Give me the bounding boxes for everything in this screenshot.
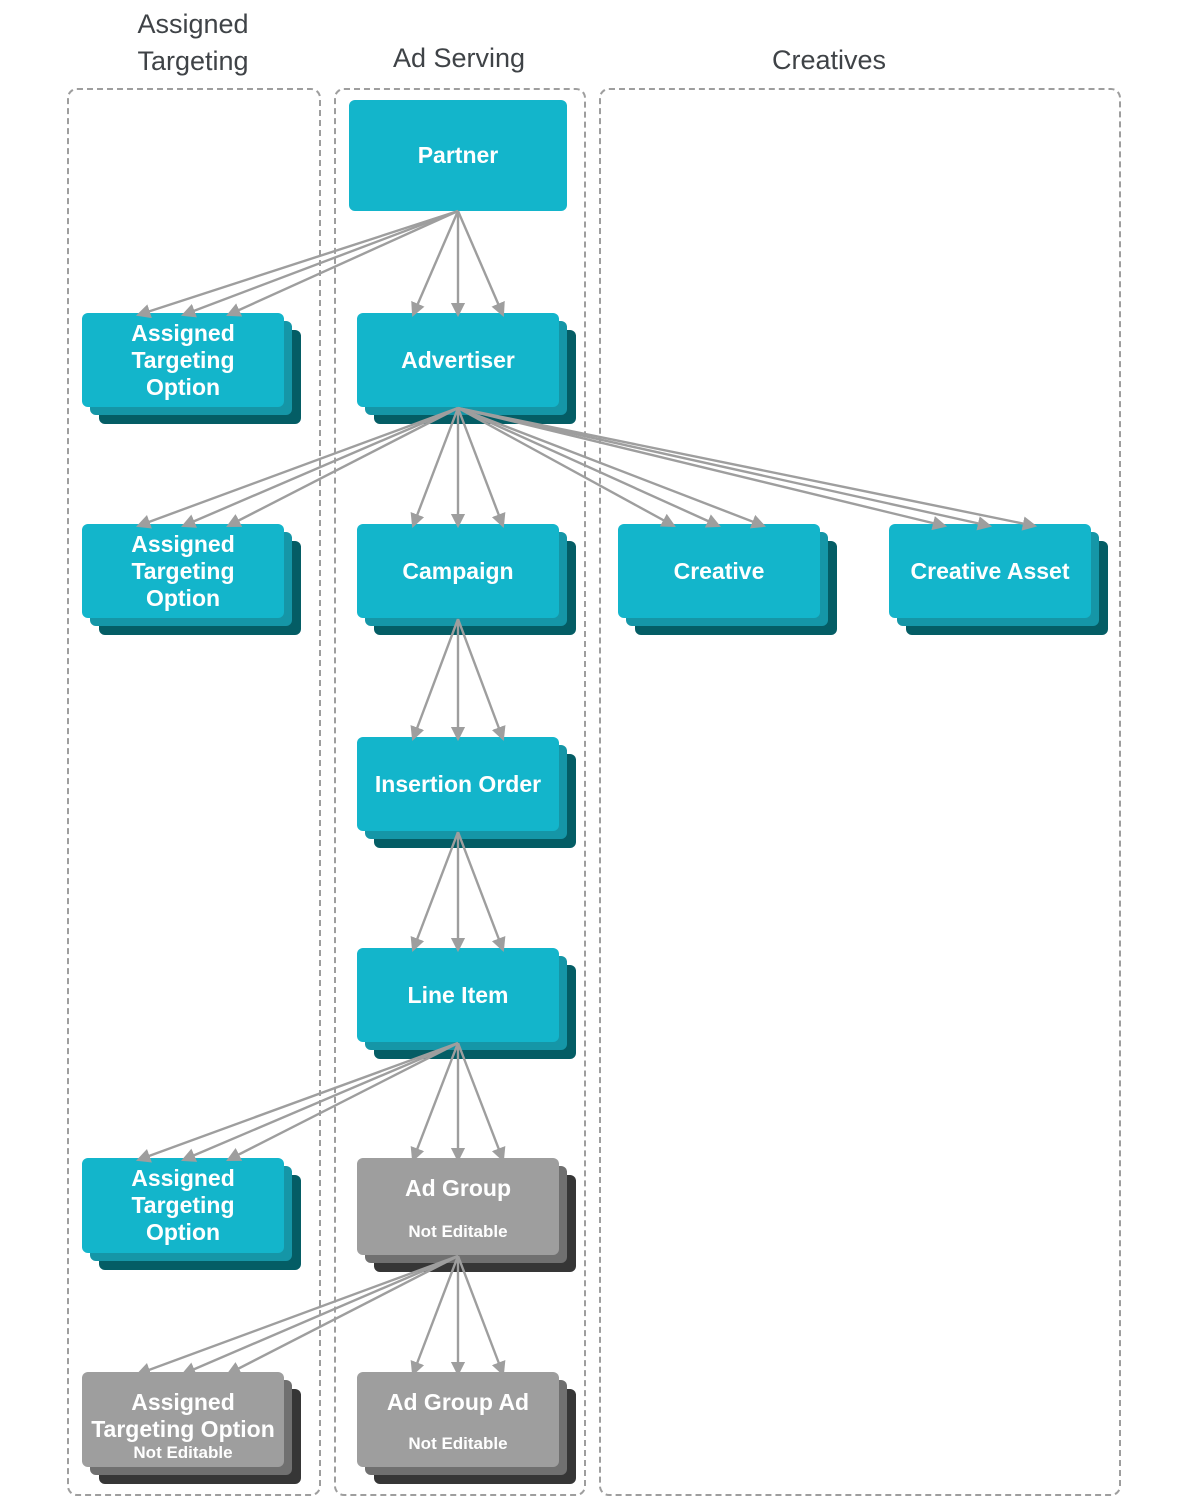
node-line-item-label: Line Item xyxy=(407,981,509,1008)
node-ad-group-label: Ad Group xyxy=(404,1175,512,1201)
node-ad-group-status: Not Editable xyxy=(408,1222,508,1241)
node-assigned-targeting-option-advertiser: Assigned Targeting Option xyxy=(82,524,284,618)
node-ad-group-ad-status: Not Editable xyxy=(408,1434,508,1453)
node-partner: Partner xyxy=(349,100,567,211)
node-assigned-targeting-option-ad-group: Assigned Targeting Option Not Editable xyxy=(82,1372,284,1467)
column-frame-assigned-targeting xyxy=(67,88,321,1496)
node-campaign: Campaign xyxy=(357,524,559,618)
column-header-assigned-targeting: Assigned Targeting xyxy=(137,9,249,76)
node-assigned-targeting-option-ad-group-status: Not Editable xyxy=(133,1443,233,1462)
node-assigned-targeting-option-advertiser-label: Assigned Targeting Option xyxy=(131,530,235,611)
node-insertion-order: Insertion Order xyxy=(357,737,559,831)
node-campaign-label: Campaign xyxy=(402,557,514,584)
node-creative-asset-label: Creative Asset xyxy=(910,557,1070,584)
node-assigned-targeting-option-line-item-label: Assigned Targeting Option xyxy=(131,1165,235,1245)
node-advertiser: Advertiser xyxy=(357,313,559,407)
column-header-ad-serving: Ad Serving xyxy=(392,43,526,73)
column-frame-ad-serving xyxy=(334,88,586,1496)
node-line-item: Line Item xyxy=(357,948,559,1042)
node-partner-label: Partner xyxy=(417,142,499,168)
node-assigned-targeting-option-partner-label: Assigned Targeting Option xyxy=(131,319,235,400)
node-ad-group-ad-label: Ad Group Ad xyxy=(386,1389,530,1415)
node-assigned-targeting-option-partner: Assigned Targeting Option xyxy=(82,313,284,407)
node-creative-asset: Creative Asset xyxy=(889,524,1091,618)
node-insertion-order-label: Insertion Order xyxy=(374,770,542,797)
node-creative-label: Creative xyxy=(673,557,765,584)
node-advertiser-label: Advertiser xyxy=(401,346,515,373)
column-frame-creatives xyxy=(599,88,1121,1496)
node-ad-group: Ad Group Not Editable xyxy=(357,1158,559,1255)
column-header-creatives: Creatives xyxy=(771,45,887,75)
node-assigned-targeting-option-line-item: Assigned Targeting Option xyxy=(82,1158,284,1253)
node-ad-group-ad: Ad Group Ad Not Editable xyxy=(357,1372,559,1467)
node-assigned-targeting-option-ad-group-label: Assigned Targeting Option xyxy=(91,1389,275,1442)
node-creative: Creative xyxy=(618,524,820,618)
